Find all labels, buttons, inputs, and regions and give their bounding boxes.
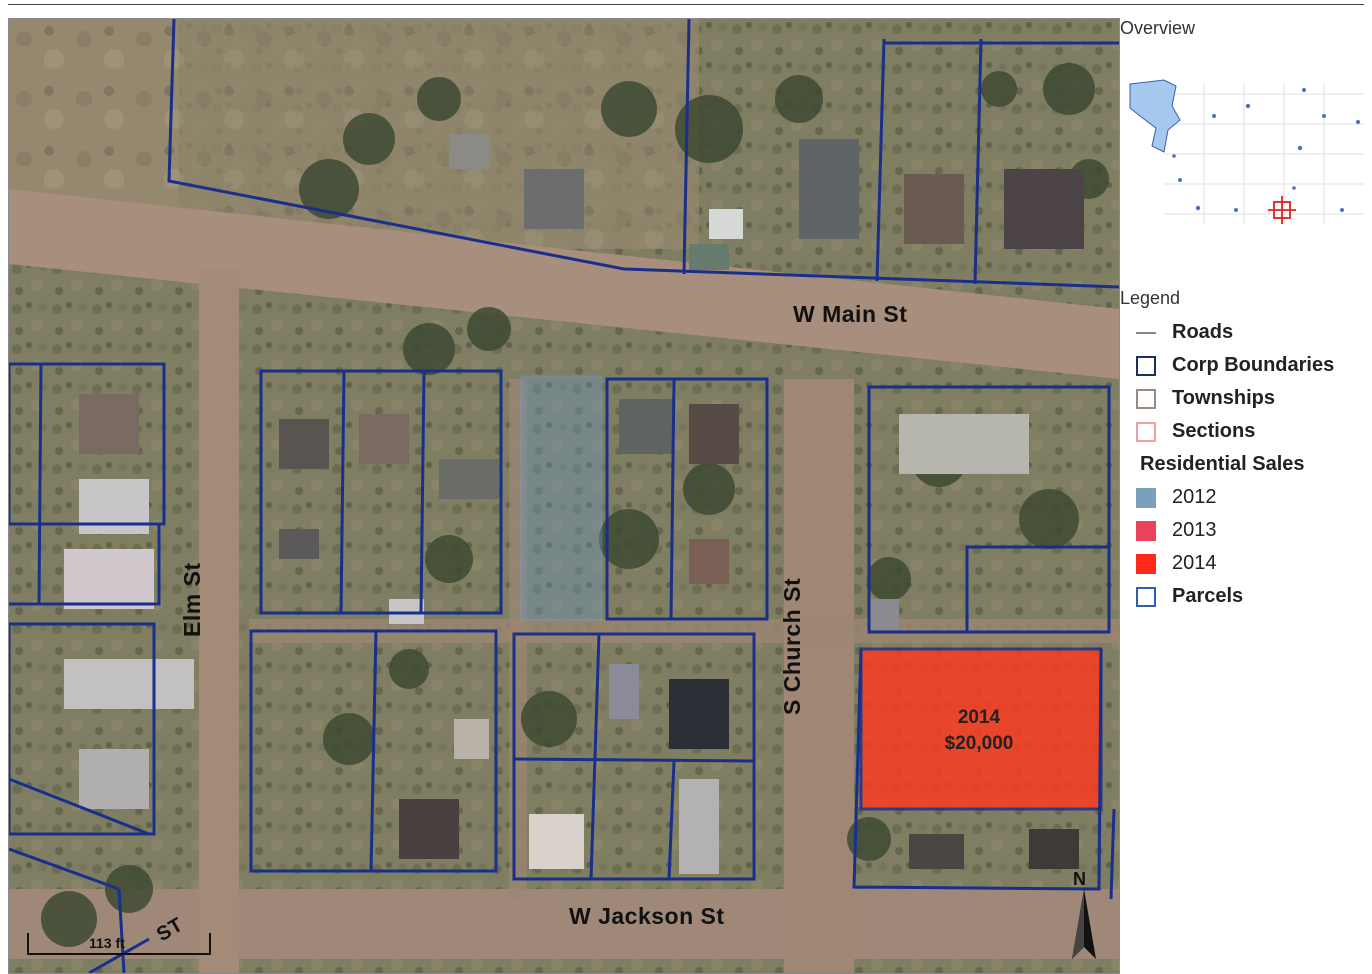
townships-swatch — [1136, 388, 1156, 409]
road-w-main-st — [9, 189, 1119, 379]
legend-item-parcels: Parcels — [1136, 580, 1370, 613]
legend-item-roads: Roads — [1136, 316, 1370, 349]
legend: Roads Corp Boundaries Townships Sections… — [1136, 316, 1370, 613]
legend-label-2012: 2012 — [1172, 486, 1217, 508]
sale-2012-swatch — [1136, 487, 1156, 508]
road-w-jackson-st — [9, 889, 1119, 959]
overview-corp-boundary — [1129, 79, 1181, 153]
corp-boundaries-swatch — [1136, 355, 1156, 376]
label-elm-st: Elm St — [179, 562, 205, 637]
side-panel: Overview Legend Roads — [1120, 14, 1370, 974]
parcel-lines — [9, 19, 1119, 973]
trees — [41, 63, 1109, 947]
sale-parcel-2014 — [859, 647, 1103, 811]
north-label: N — [1073, 869, 1086, 889]
sale-year: 2014 — [957, 707, 1001, 728]
legend-label-townships: Townships — [1172, 387, 1275, 409]
label-w-jackson-st: W Jackson St — [569, 903, 725, 929]
overview-map[interactable] — [1124, 64, 1364, 244]
sale-2013-swatch — [1136, 520, 1156, 541]
legend-item-2014: 2014 — [1136, 547, 1370, 580]
sale-parcel-2012 — [519, 375, 603, 621]
legend-label-corp-boundaries: Corp Boundaries — [1172, 354, 1335, 376]
legend-label-roads: Roads — [1172, 321, 1234, 343]
legend-item-corp-boundaries: Corp Boundaries — [1136, 349, 1370, 382]
overview-title: Overview — [1120, 18, 1196, 38]
scale-bar — [27, 933, 211, 955]
aerial-map — [9, 19, 1119, 973]
legend-item-sections: Sections — [1136, 415, 1370, 448]
top-rule — [8, 4, 1364, 5]
sections-swatch — [1136, 421, 1156, 442]
legend-item-townships: Townships — [1136, 382, 1370, 415]
legend-title: Legend — [1120, 288, 1181, 308]
legend-item-2013: 2013 — [1136, 514, 1370, 547]
sale-label-2014: 2014 $20,000 — [909, 705, 1049, 757]
sale-price: $20,000 — [944, 733, 1014, 754]
sale-2014-swatch — [1136, 553, 1156, 574]
legend-item-2012: 2012 — [1136, 481, 1370, 514]
map-view[interactable]: W Main St W Jackson St Elm St S Church S… — [8, 18, 1120, 974]
north-arrow-icon — [1072, 889, 1096, 959]
roads-swatch — [1136, 323, 1156, 343]
label-w-main-st: W Main St — [793, 301, 908, 327]
road-s-church-st — [784, 379, 854, 973]
overview-locator — [1268, 196, 1296, 224]
residential-sales-heading: Residential Sales — [1140, 453, 1305, 475]
buildings — [64, 134, 1084, 874]
legend-label-2014: 2014 — [1172, 552, 1217, 574]
legend-label-2013: 2013 — [1172, 519, 1217, 541]
scale-label: 113 ft — [89, 935, 125, 951]
label-s-church-st: S Church St — [779, 577, 805, 715]
legend-label-sections: Sections — [1172, 420, 1256, 442]
parcels-swatch — [1136, 586, 1156, 607]
upper-field-left — [9, 19, 179, 219]
road-elm-st — [199, 269, 239, 973]
upper-field — [179, 19, 699, 249]
legend-label-parcels: Parcels — [1172, 585, 1244, 607]
